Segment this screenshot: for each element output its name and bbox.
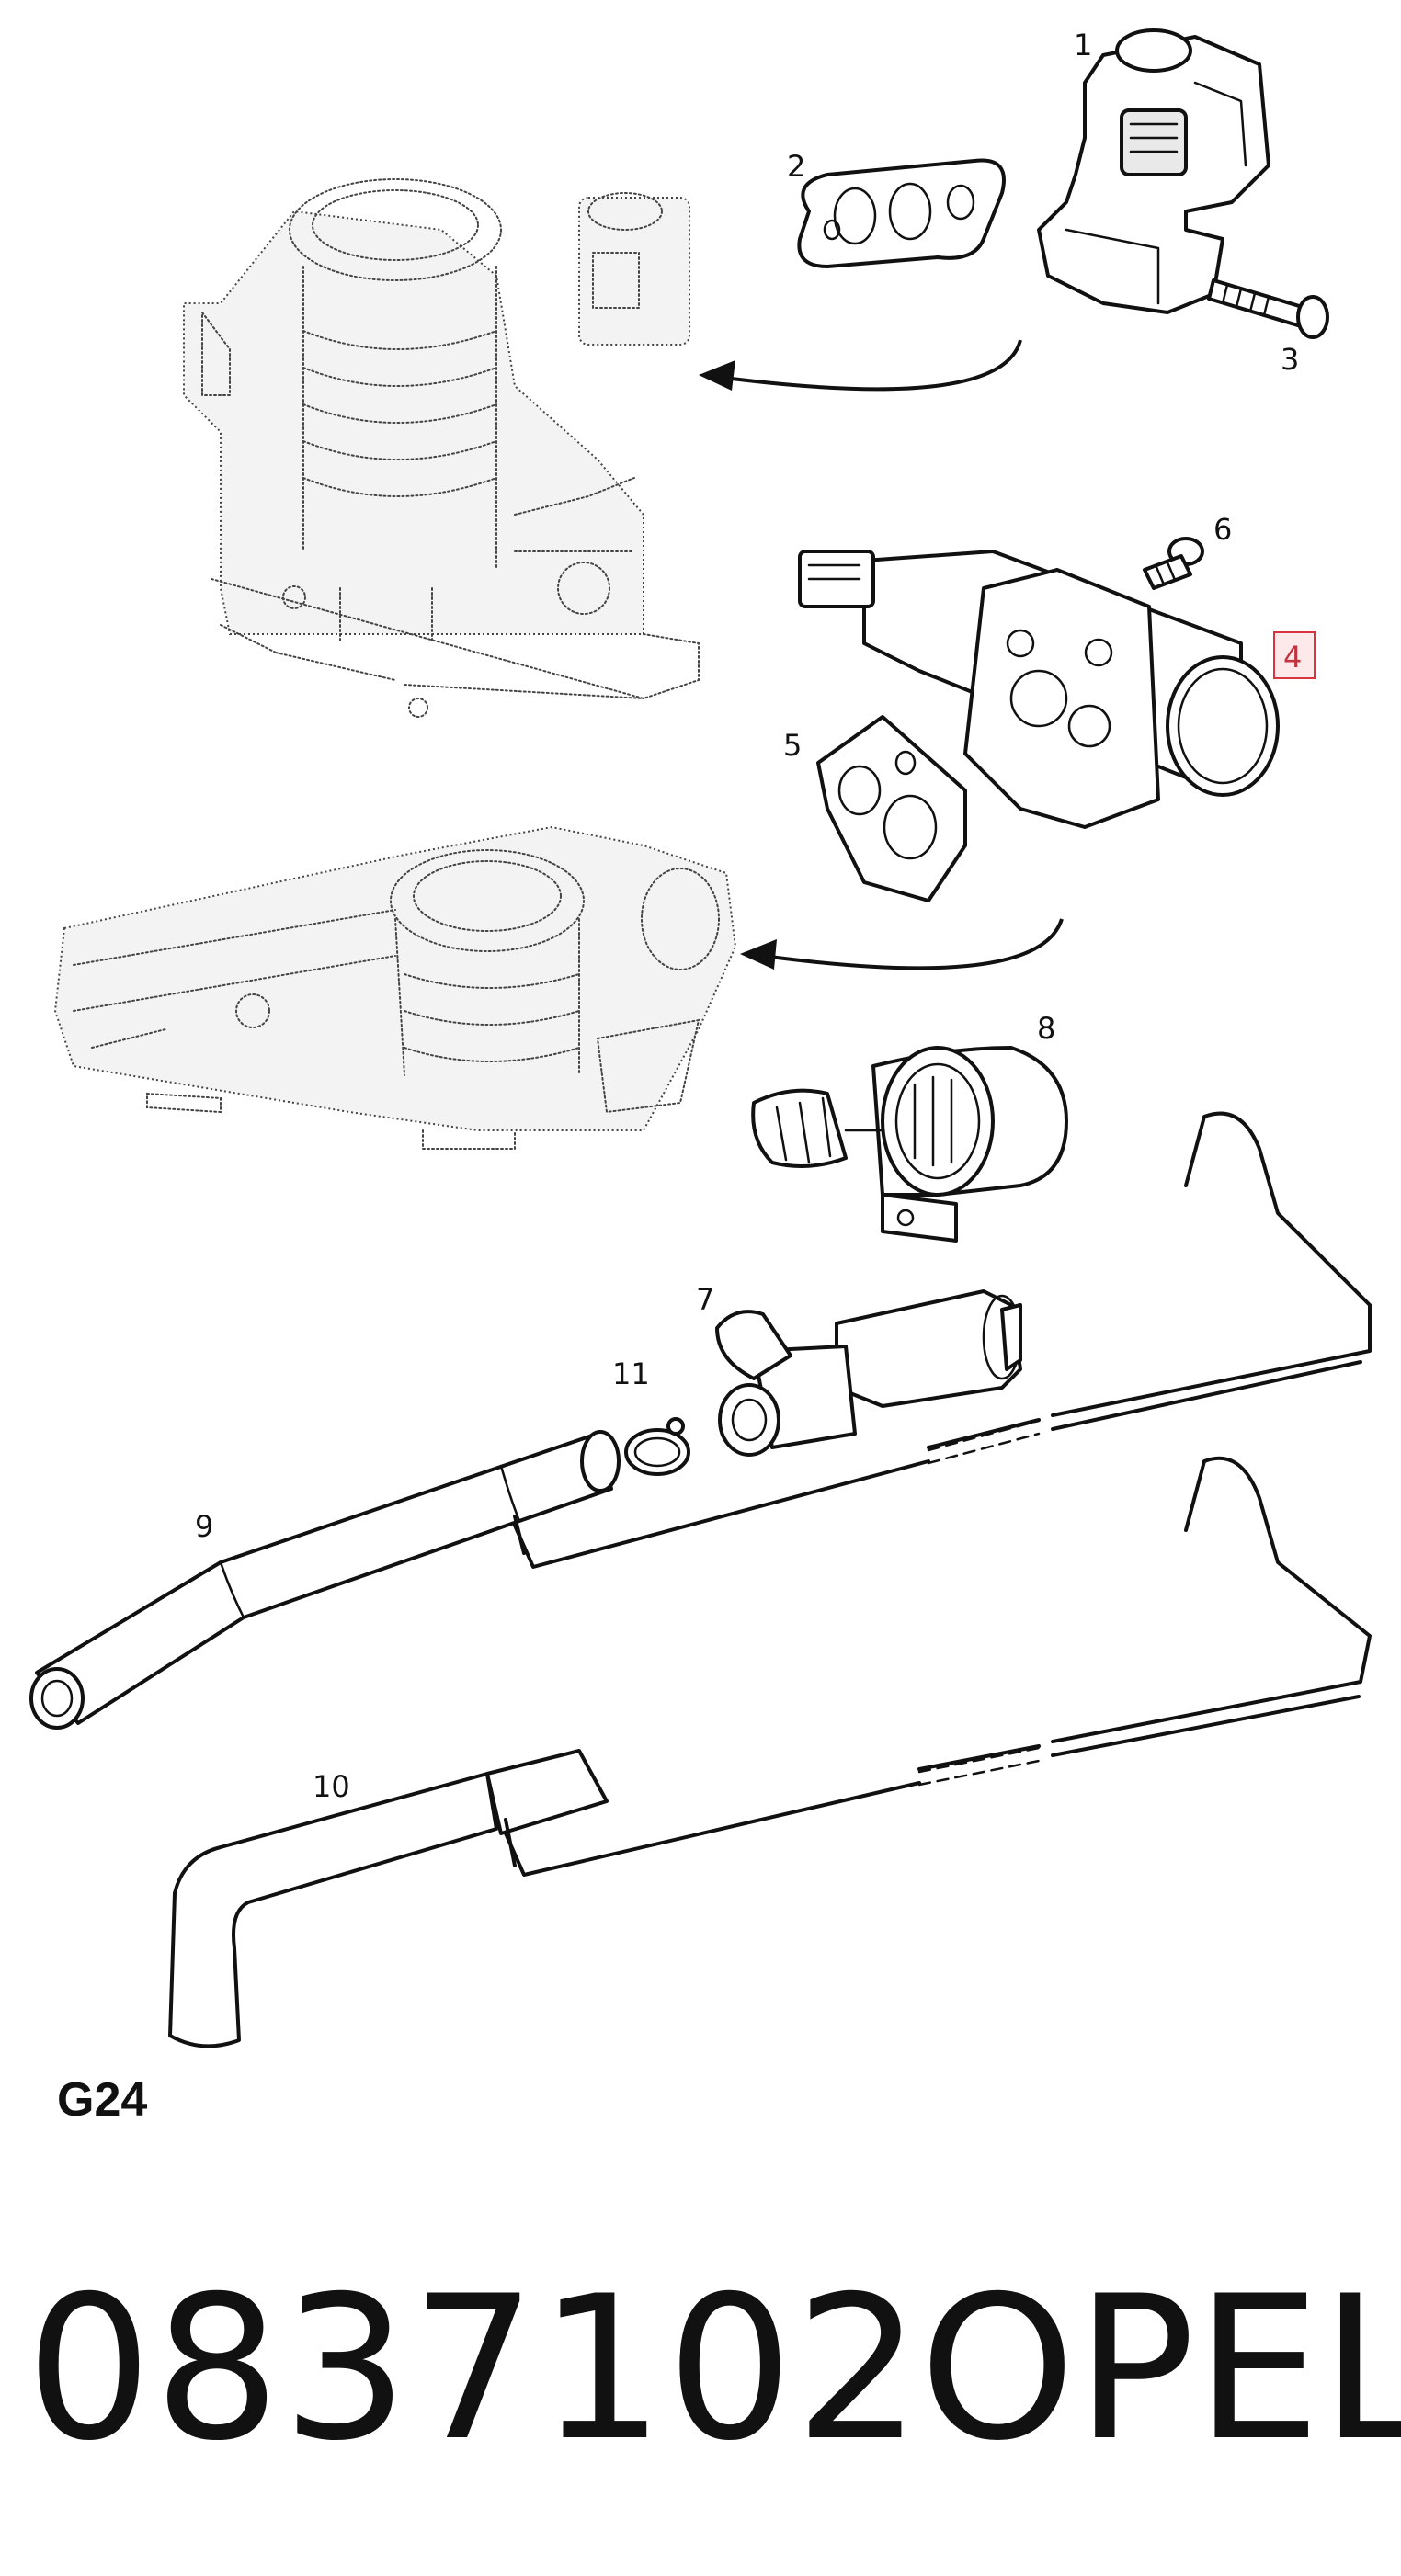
arrow-to-upper-throttle — [699, 339, 1022, 392]
callout-4-highlight — [1273, 631, 1316, 679]
callout-6: 6 — [1213, 512, 1232, 547]
arrow-to-lower-throttle — [740, 918, 1064, 970]
part-number: 0837102 — [26, 2253, 923, 2484]
throttle-body-lower — [53, 825, 737, 1150]
figure-code: G24 — [57, 2073, 148, 2127]
part-11-clamp — [624, 1417, 690, 1476]
callout-1: 1 — [1074, 28, 1092, 62]
callout-8: 8 — [1037, 1011, 1055, 1046]
callout-10: 10 — [313, 1769, 350, 1804]
callout-4: 4 — [1283, 640, 1302, 675]
part-2-gasket — [797, 158, 1006, 268]
callout-labels: 1 2 3 4 5 6 7 8 9 10 11 — [195, 28, 1316, 1804]
callout-11: 11 — [612, 1356, 650, 1391]
callout-7: 7 — [696, 1282, 714, 1317]
part-6-screw — [1143, 537, 1204, 590]
part-8-mount — [751, 1046, 1068, 1243]
part-7-valve — [715, 1289, 1022, 1457]
part-9-hose — [29, 1111, 1372, 1730]
callout-5: 5 — [783, 728, 802, 763]
callout-3: 3 — [1281, 342, 1299, 377]
part-5-gasket — [816, 715, 967, 902]
part-3-screw — [1207, 278, 1329, 339]
throttle-body-upper — [183, 178, 700, 718]
brand-name: OPEL — [919, 2253, 1401, 2484]
part-4-idle-valve — [798, 550, 1280, 829]
callout-9: 9 — [195, 1509, 213, 1544]
part-1-actuator — [1037, 28, 1270, 314]
part-10-hose — [168, 1456, 1372, 2048]
callout-2: 2 — [787, 149, 805, 184]
